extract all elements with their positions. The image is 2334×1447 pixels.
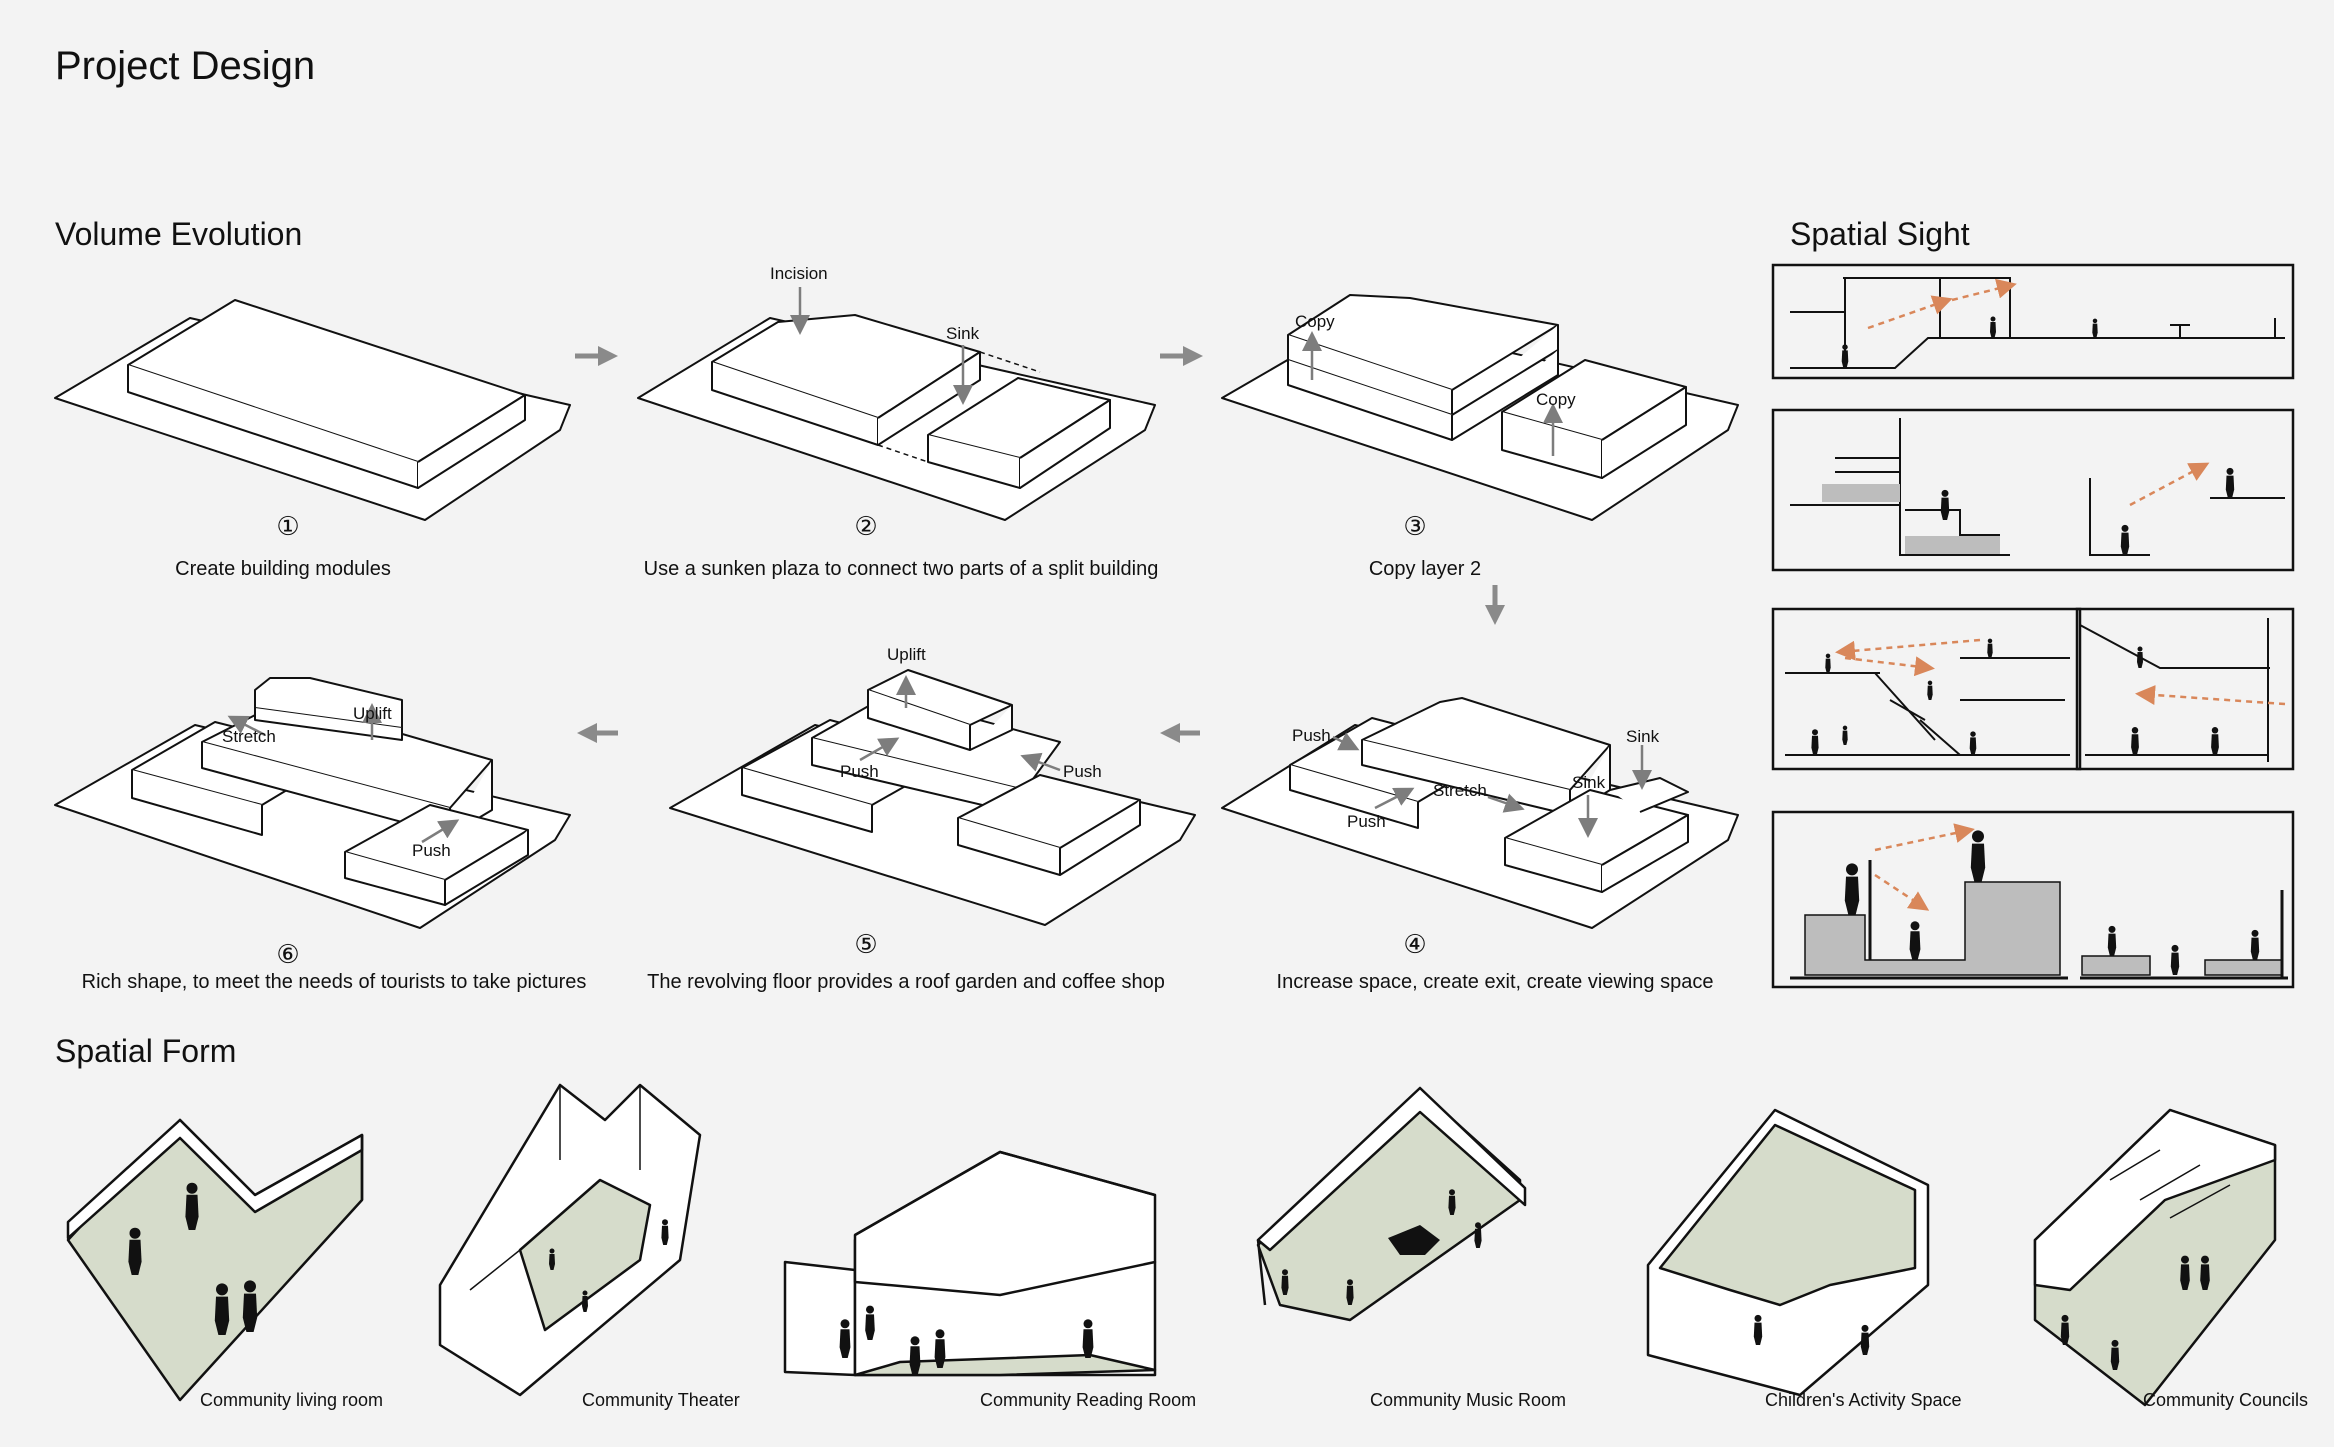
- annotation-label: Push: [1292, 726, 1331, 745]
- arrow-left-icon: [1160, 723, 1200, 743]
- sight-panel-1: [1790, 277, 2285, 369]
- room-children: [1646, 1108, 1930, 1397]
- step-caption: The revolving floor provides a roof gard…: [647, 971, 1165, 993]
- room-theater: [438, 1083, 702, 1397]
- arrow-right-icon: [575, 346, 618, 366]
- step-6-diagram: [54, 677, 571, 929]
- step-caption: Increase space, create exit, create view…: [1276, 971, 1714, 993]
- annotation-arrows: [227, 287, 1652, 844]
- arrow-left-icon: [577, 723, 618, 743]
- annotation-label: Incision: [770, 264, 828, 283]
- step-caption: Rich shape, to meet the needs of tourist…: [81, 971, 587, 993]
- room-living: [66, 1118, 364, 1402]
- annotation-label: Copy: [1536, 390, 1576, 409]
- step-3-diagram: [1221, 294, 1739, 521]
- annotation-label: Sink: [1572, 773, 1606, 792]
- sight-lines: [1835, 278, 2286, 911]
- annotation-label: Uplift: [353, 704, 392, 723]
- section-title-spatial-form: Spatial Form: [55, 1033, 237, 1069]
- arrow-right-icon: [1160, 346, 1203, 366]
- room-reading: [783, 1150, 1157, 1377]
- step-caption: Copy layer 2: [1368, 558, 1482, 580]
- annotation-label: Push: [840, 762, 879, 781]
- room-councils: [2033, 1108, 2277, 1407]
- step-4-diagram: [1221, 697, 1739, 929]
- room-music: [1256, 1086, 1527, 1322]
- room-caption: Community Music Room: [1370, 1390, 1567, 1410]
- step-number: ②: [854, 512, 878, 542]
- step-number: ⑤: [854, 930, 878, 960]
- room-axonometrics: [66, 1083, 2277, 1407]
- piano-icon: [1388, 1225, 1440, 1255]
- annotation-label: Uplift: [887, 645, 926, 664]
- annotation-label: Copy: [1295, 312, 1335, 331]
- annotation-label: Push: [1063, 762, 1102, 781]
- annotation-label: Stretch: [1433, 781, 1487, 800]
- room-caption: Community Reading Room: [980, 1390, 1197, 1410]
- step-caption: Create building modules: [175, 558, 391, 580]
- step-number: ⑥: [276, 940, 300, 970]
- room-caption: Community living room: [200, 1390, 384, 1410]
- room-caption: Children's Activity Space: [1765, 1390, 1962, 1410]
- sight-panel-3: [1785, 618, 2270, 762]
- room-caption: Community Councils: [2143, 1390, 2309, 1410]
- step-2-diagram: [637, 314, 1156, 521]
- step-caption: Use a sunken plaza to connect two parts …: [643, 558, 1159, 580]
- arrow-down-icon: [1485, 585, 1505, 625]
- step-number: ④: [1403, 930, 1427, 960]
- room-caption: Community Theater: [582, 1390, 740, 1410]
- step-5-diagram: [669, 669, 1196, 926]
- sight-panel-4: [1804, 881, 2283, 976]
- annotation-label: Sink: [946, 324, 980, 343]
- section-title-volume-evolution: Volume Evolution: [55, 216, 303, 252]
- spatial-sight-panels: [1771, 263, 2295, 989]
- annotation-label: Sink: [1626, 727, 1660, 746]
- annotation-label: Stretch: [222, 727, 276, 746]
- step-number: ①: [276, 512, 300, 542]
- annotation-label: Push: [1347, 812, 1386, 831]
- step-1-diagram: [54, 299, 571, 521]
- process-arrows: [575, 346, 1505, 743]
- section-title-spatial-sight: Spatial Sight: [1790, 216, 1970, 252]
- annotation-label: Push: [412, 841, 451, 860]
- page-title: Project Design: [55, 44, 316, 88]
- step-number: ③: [1403, 512, 1427, 542]
